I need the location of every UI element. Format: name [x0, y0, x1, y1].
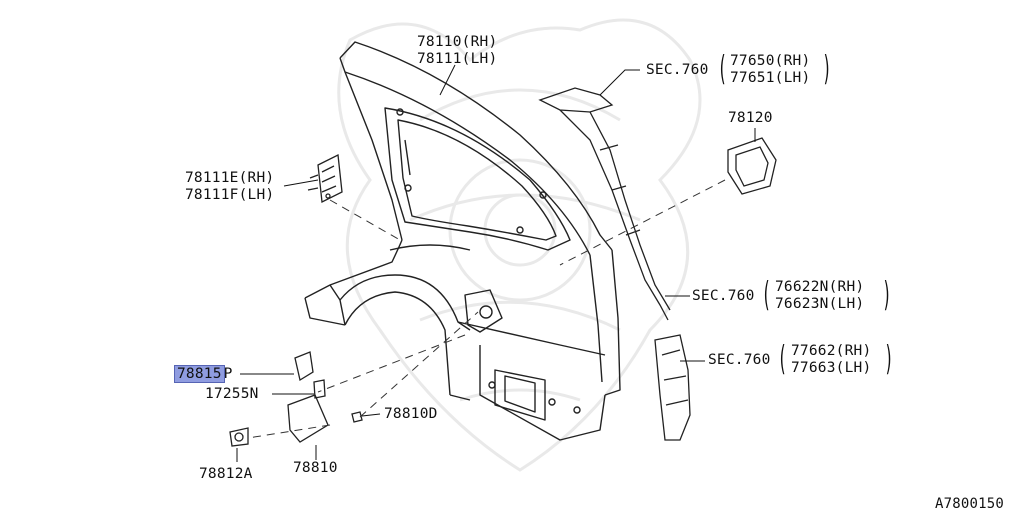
label-sec760-a[interactable]: SEC.760	[646, 62, 709, 78]
pillar-reinforcement-upper	[538, 87, 671, 321]
label-76623n-lh[interactable]: 76623N(LH)	[775, 296, 865, 312]
pillar-reinforcement-lower	[654, 334, 691, 441]
inner-bracket	[307, 154, 343, 203]
label-17255n[interactable]: 17255N	[205, 386, 259, 402]
label-78120[interactable]: 78120	[728, 110, 773, 126]
label-78810d[interactable]: 78810D	[384, 406, 438, 422]
paren-right-b: )	[883, 275, 890, 315]
label-77651-lh[interactable]: 77651(LH)	[730, 70, 811, 86]
paren-left-a: (	[719, 49, 726, 89]
fuel-lid-parts	[229, 351, 363, 447]
grommet	[727, 137, 777, 195]
label-78815-highlight[interactable]: 78815	[174, 365, 225, 383]
quarter-panel	[304, 41, 621, 441]
paren-right-c: )	[885, 339, 892, 379]
diagram-id: A7800150	[935, 496, 1005, 512]
label-sec760-c[interactable]: SEC.760	[708, 352, 771, 368]
label-78812a[interactable]: 78812A	[199, 466, 253, 482]
assembly-lines	[247, 179, 726, 439]
label-76622n-rh[interactable]: 76622N(RH)	[775, 279, 865, 295]
paren-left-b: (	[763, 275, 770, 315]
paren-left-c: (	[779, 339, 786, 379]
label-77663-lh[interactable]: 77663(LH)	[791, 360, 872, 376]
label-78111f-lh[interactable]: 78111F(LH)	[185, 187, 275, 203]
label-78111e-rh[interactable]: 78111E(RH)	[185, 170, 275, 186]
paren-right-a: )	[823, 49, 830, 89]
label-sec760-b[interactable]: SEC.760	[692, 288, 755, 304]
label-78815-suffix: P	[223, 366, 233, 382]
label-78110-rh[interactable]: 78110(RH)	[417, 34, 498, 50]
label-77650-rh[interactable]: 77650(RH)	[730, 53, 811, 69]
label-78111-lh[interactable]: 78111(LH)	[417, 51, 498, 67]
label-77662-rh[interactable]: 77662(RH)	[791, 343, 872, 359]
label-78810[interactable]: 78810	[293, 460, 338, 476]
watermark-emblem	[337, 18, 702, 472]
leader-lines	[236, 64, 756, 462]
